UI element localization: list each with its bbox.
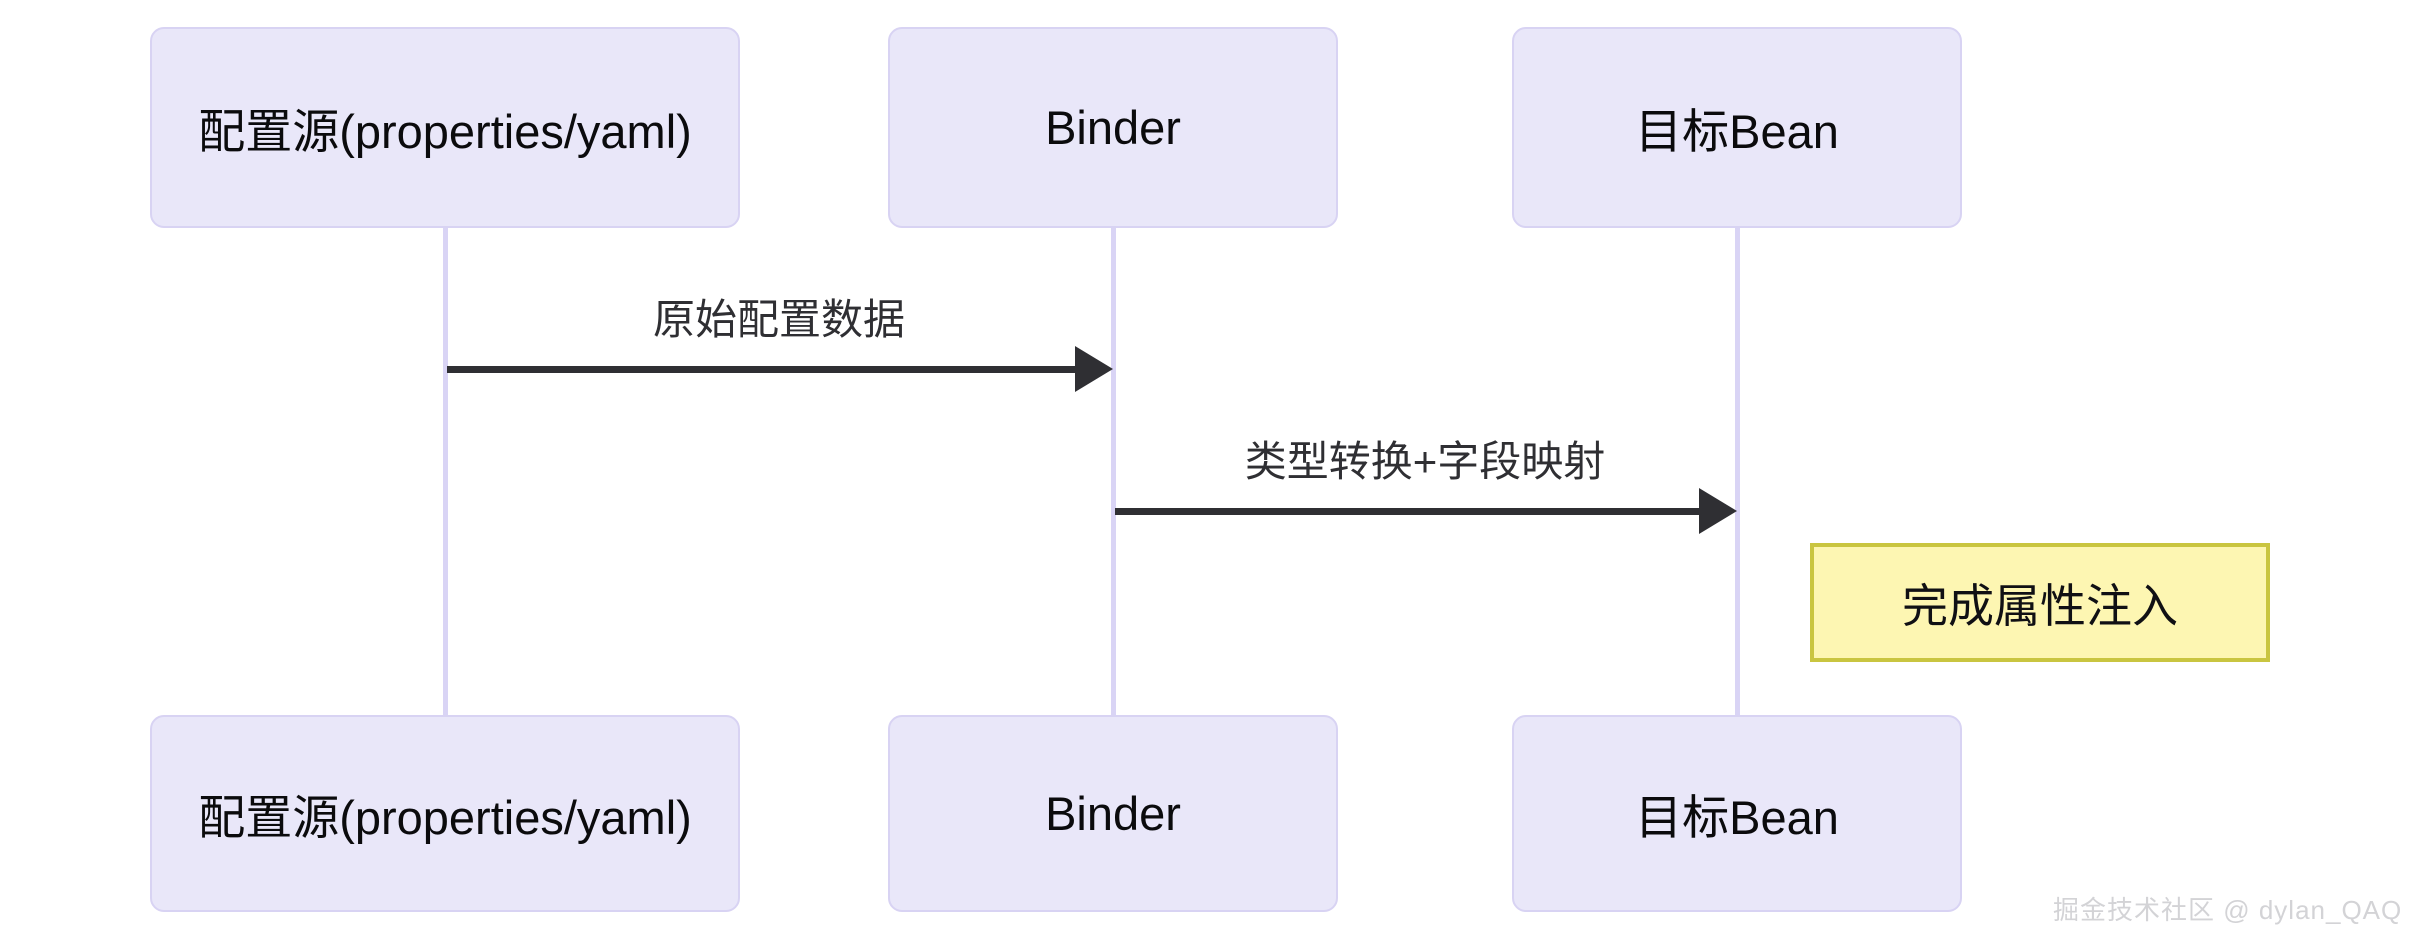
participant-label-config-source-bottom: 配置源(properties/yaml) (198, 791, 692, 844)
participant-label-binder-bottom: Binder (1045, 787, 1181, 840)
participant-label-target-bean-bottom: 目标Bean (1635, 791, 1839, 844)
lifeline-binder (1111, 228, 1116, 715)
participant-box-target-bean-top[interactable]: 目标Bean (1512, 27, 1962, 228)
message-label-raw-config-data: 原始配置数据 (652, 296, 905, 343)
participant-box-config-source-top[interactable]: 配置源(properties/yaml) (150, 27, 740, 228)
note-property-injection-complete[interactable]: 完成属性注入 (1810, 543, 2270, 662)
lifeline-config-source (443, 228, 448, 715)
message-arrowhead-type-convert-field-map (1699, 488, 1737, 534)
lifeline-target-bean (1735, 228, 1740, 715)
participant-label-config-source-top: 配置源(properties/yaml) (198, 105, 692, 158)
participant-label-target-bean-top: 目标Bean (1635, 105, 1839, 158)
participant-label-binder-top: Binder (1045, 101, 1181, 154)
participant-box-binder-top[interactable]: Binder (888, 27, 1338, 228)
participant-box-target-bean-bottom[interactable]: 目标Bean (1512, 715, 1962, 912)
message-label-type-convert-field-map: 类型转换+字段映射 (1244, 438, 1606, 485)
participant-box-binder-bottom[interactable]: Binder (888, 715, 1338, 912)
watermark-text: 掘金技术社区 @ dylan_QAQ (2053, 895, 2403, 925)
note-label-property-injection-complete: 完成属性注入 (1902, 579, 2178, 632)
message-line-type-convert-field-map (1115, 508, 1699, 515)
participant-box-config-source-bottom[interactable]: 配置源(properties/yaml) (150, 715, 740, 912)
message-line-raw-config-data (447, 366, 1075, 373)
message-arrowhead-raw-config-data (1075, 346, 1113, 392)
